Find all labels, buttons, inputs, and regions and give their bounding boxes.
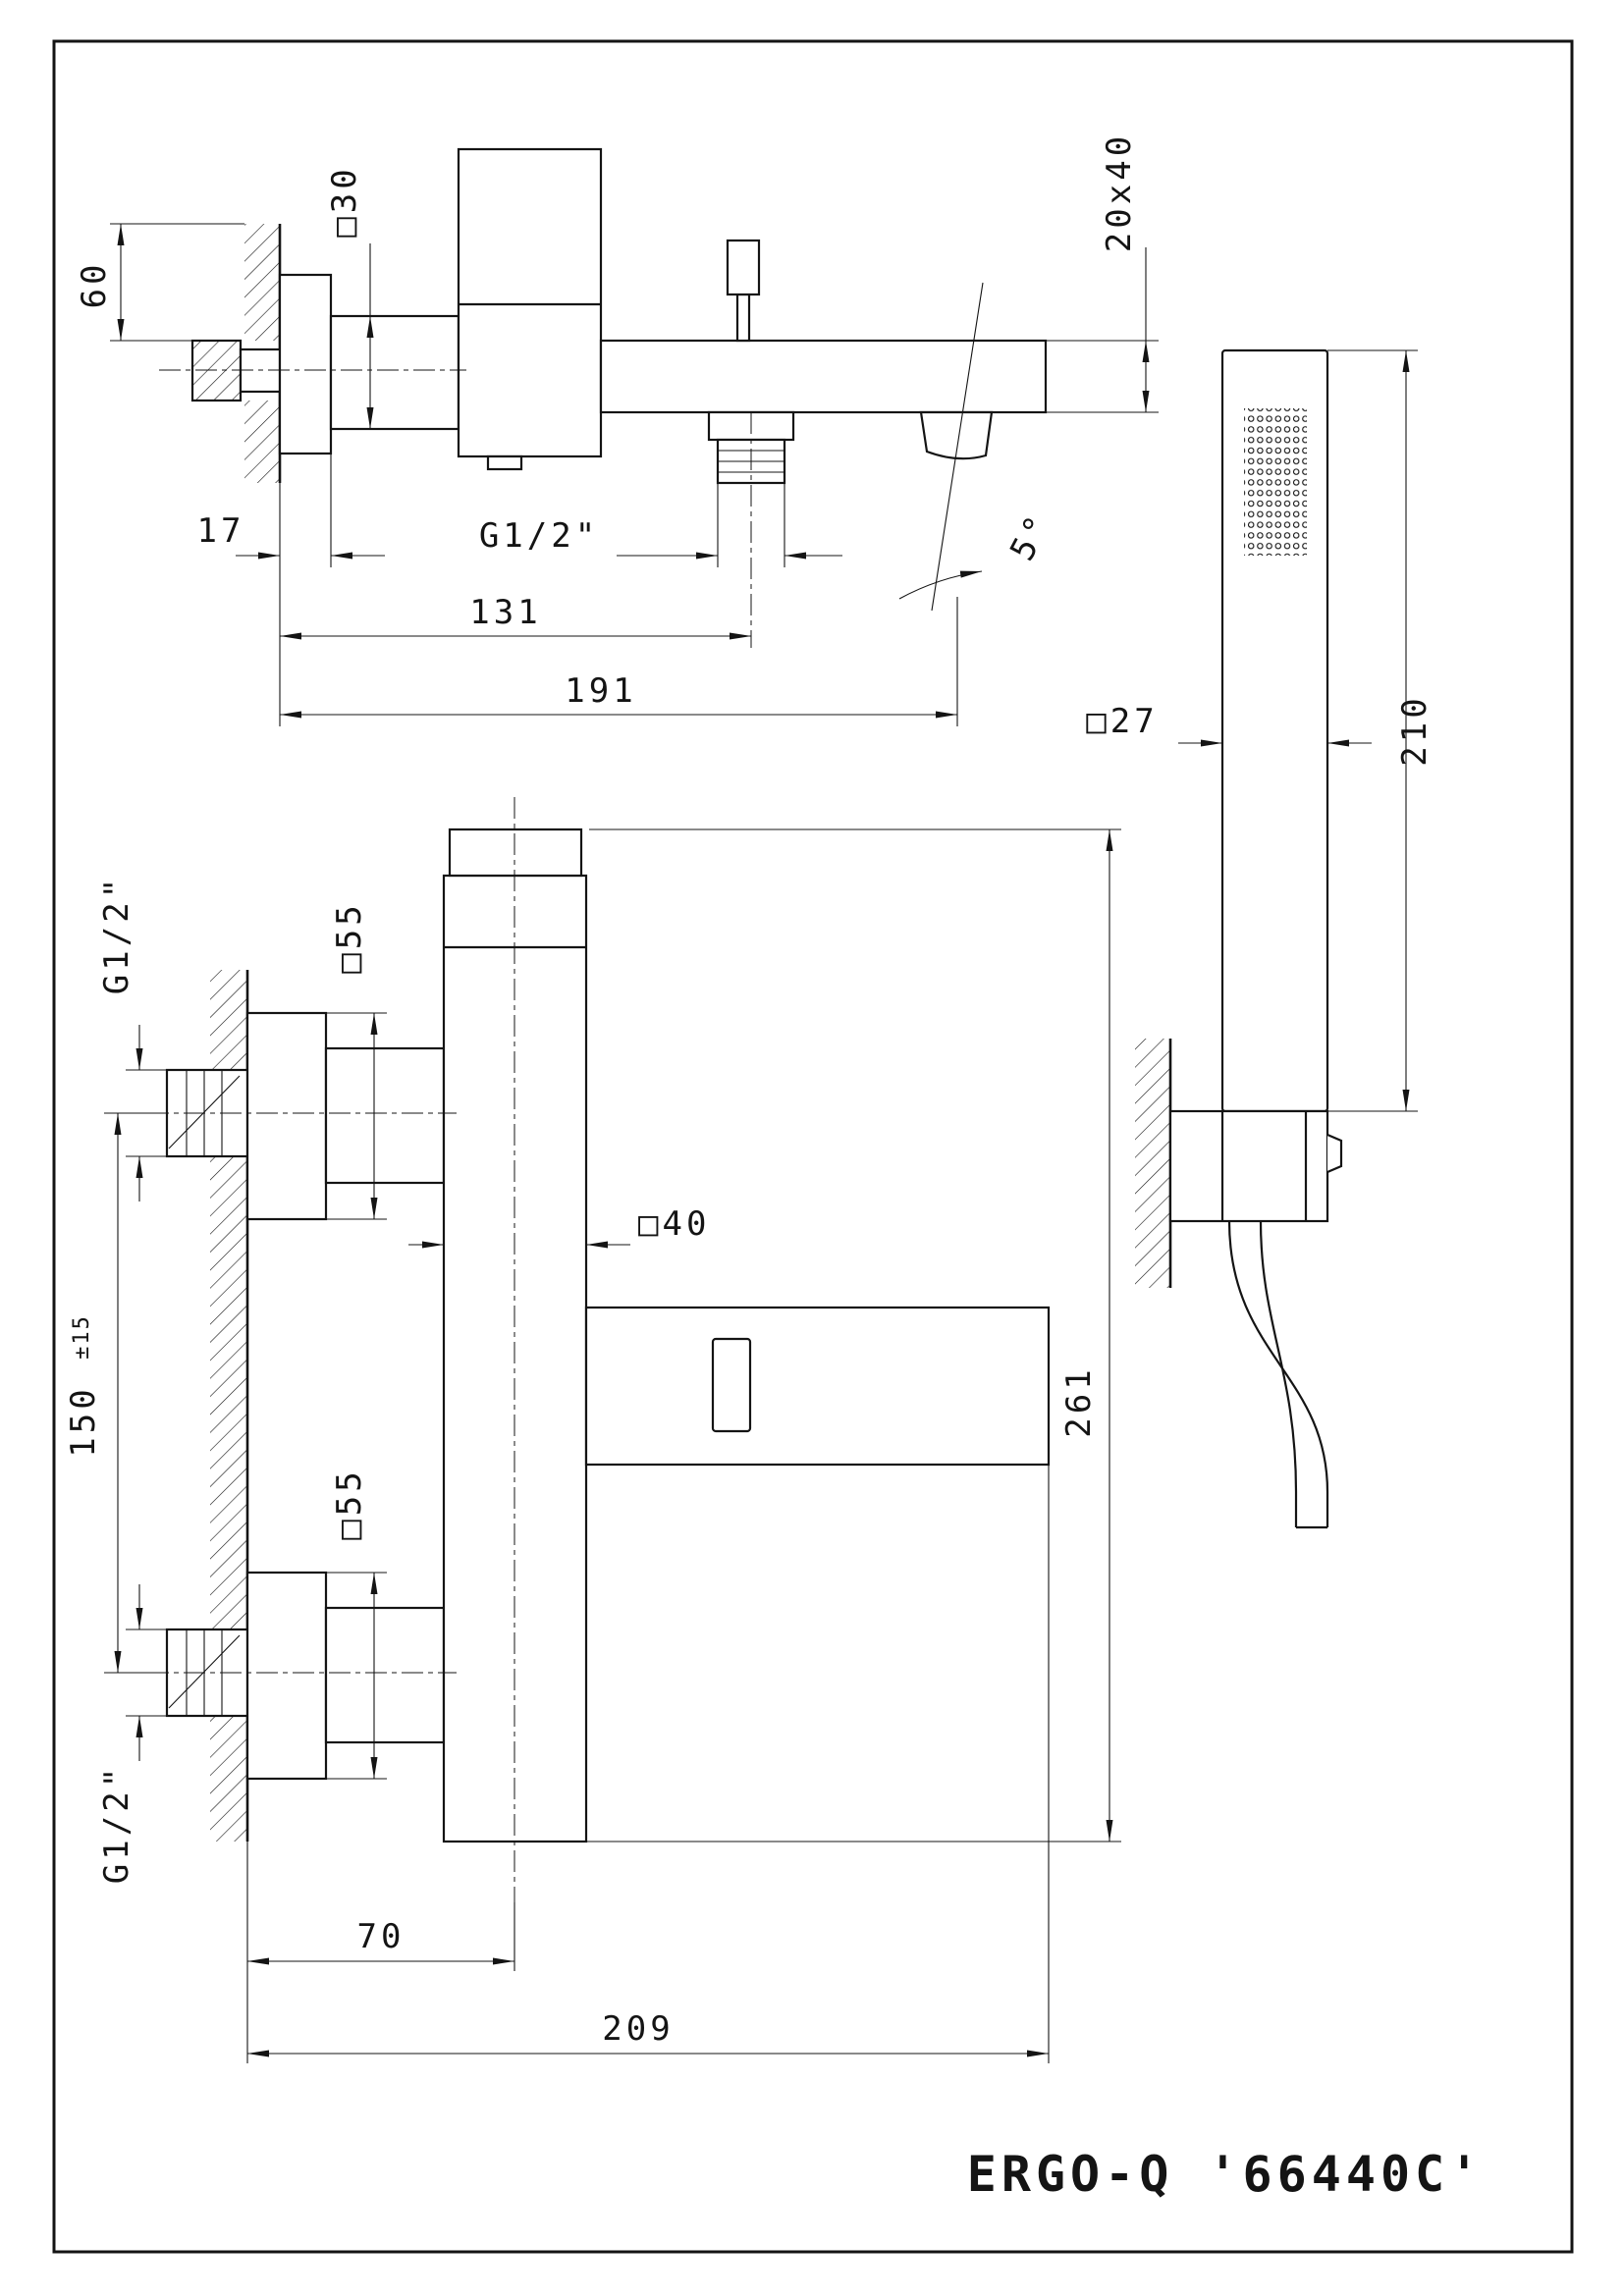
dim-261-label: 261	[1059, 1365, 1099, 1437]
spout-front	[584, 1306, 1051, 1467]
front-view-drawing: G1/2" □55 □40 150 ±15 □55 G1/2" 70	[64, 797, 1121, 2063]
dim-square55-bottom-label: □55	[330, 1468, 369, 1539]
angle-5deg-label: 5°	[1002, 507, 1059, 567]
wall-plate	[278, 273, 333, 455]
dim-square27-label: □27	[1086, 702, 1158, 741]
dim-square55-top-label: □55	[330, 901, 369, 973]
handle-front	[448, 828, 583, 878]
body-nub	[486, 454, 523, 471]
hose-hook	[1326, 1133, 1343, 1174]
spout-bar	[599, 339, 1048, 414]
dim-191-label: 191	[565, 671, 636, 711]
dim-150-tolerance-label: ±15	[70, 1314, 94, 1360]
drawing-title: ERGO-Q '66440C'	[967, 2146, 1485, 2203]
spray-face-dots	[1244, 408, 1307, 556]
wall-plate-bottom	[245, 1571, 328, 1781]
spout-nozzle	[919, 410, 994, 460]
wall-hatch	[244, 224, 280, 341]
hand-shower-drawing: □27 210	[1086, 348, 1434, 1529]
diverter-knob	[726, 239, 761, 296]
diverter-stem	[735, 293, 751, 343]
connector-bottom	[324, 1606, 446, 1744]
side-view-drawing: 5° 60 □30 20x40 17 G1/2" 131	[75, 133, 1159, 726]
shower-bracket	[1168, 1109, 1329, 1223]
dim-70-label: 70	[357, 1917, 406, 1956]
wall-hatch	[1135, 1039, 1170, 1288]
dim-60-label: 60	[75, 261, 114, 309]
thread-g12-top-label: G1/2"	[97, 875, 136, 994]
wall-plate-top	[245, 1011, 328, 1221]
sheet-border	[52, 39, 1574, 2254]
thread-g12-bottom-label: G1/2"	[97, 1764, 136, 1884]
dim-209-label: 209	[602, 2009, 674, 2049]
thread-g12-label: G1/2"	[479, 516, 599, 556]
spout-window	[711, 1337, 752, 1433]
shower-hose	[1227, 1220, 1329, 1527]
wall-hatch	[244, 400, 280, 483]
dim-210-label: 210	[1395, 694, 1434, 766]
dim-square40-label: □40	[638, 1204, 710, 1244]
dim-131-label: 131	[469, 593, 541, 632]
dim-square30-label: □30	[325, 165, 364, 237]
mixer-body	[457, 147, 603, 458]
dim-150-label: 150	[64, 1385, 103, 1457]
connector	[329, 314, 460, 431]
dim-17-label: 17	[197, 511, 245, 551]
dim-20x40-label: 20x40	[1100, 133, 1139, 252]
connector-top	[324, 1046, 446, 1185]
